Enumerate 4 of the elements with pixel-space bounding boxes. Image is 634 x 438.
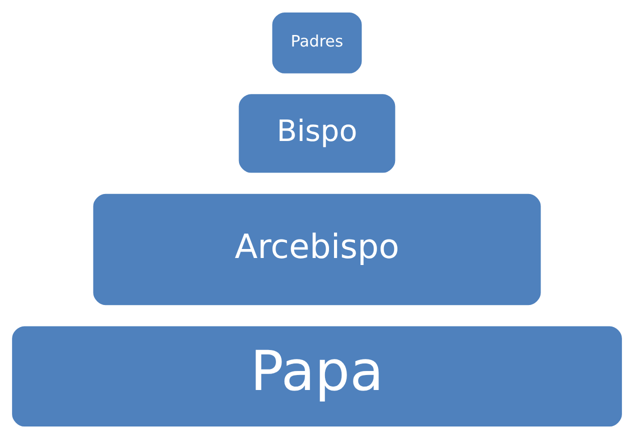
node-box: Padres [272,12,362,73]
node-box: Bispo [238,94,396,172]
node-box: Papa [12,326,622,426]
node-box: Arcebispo [93,193,541,305]
